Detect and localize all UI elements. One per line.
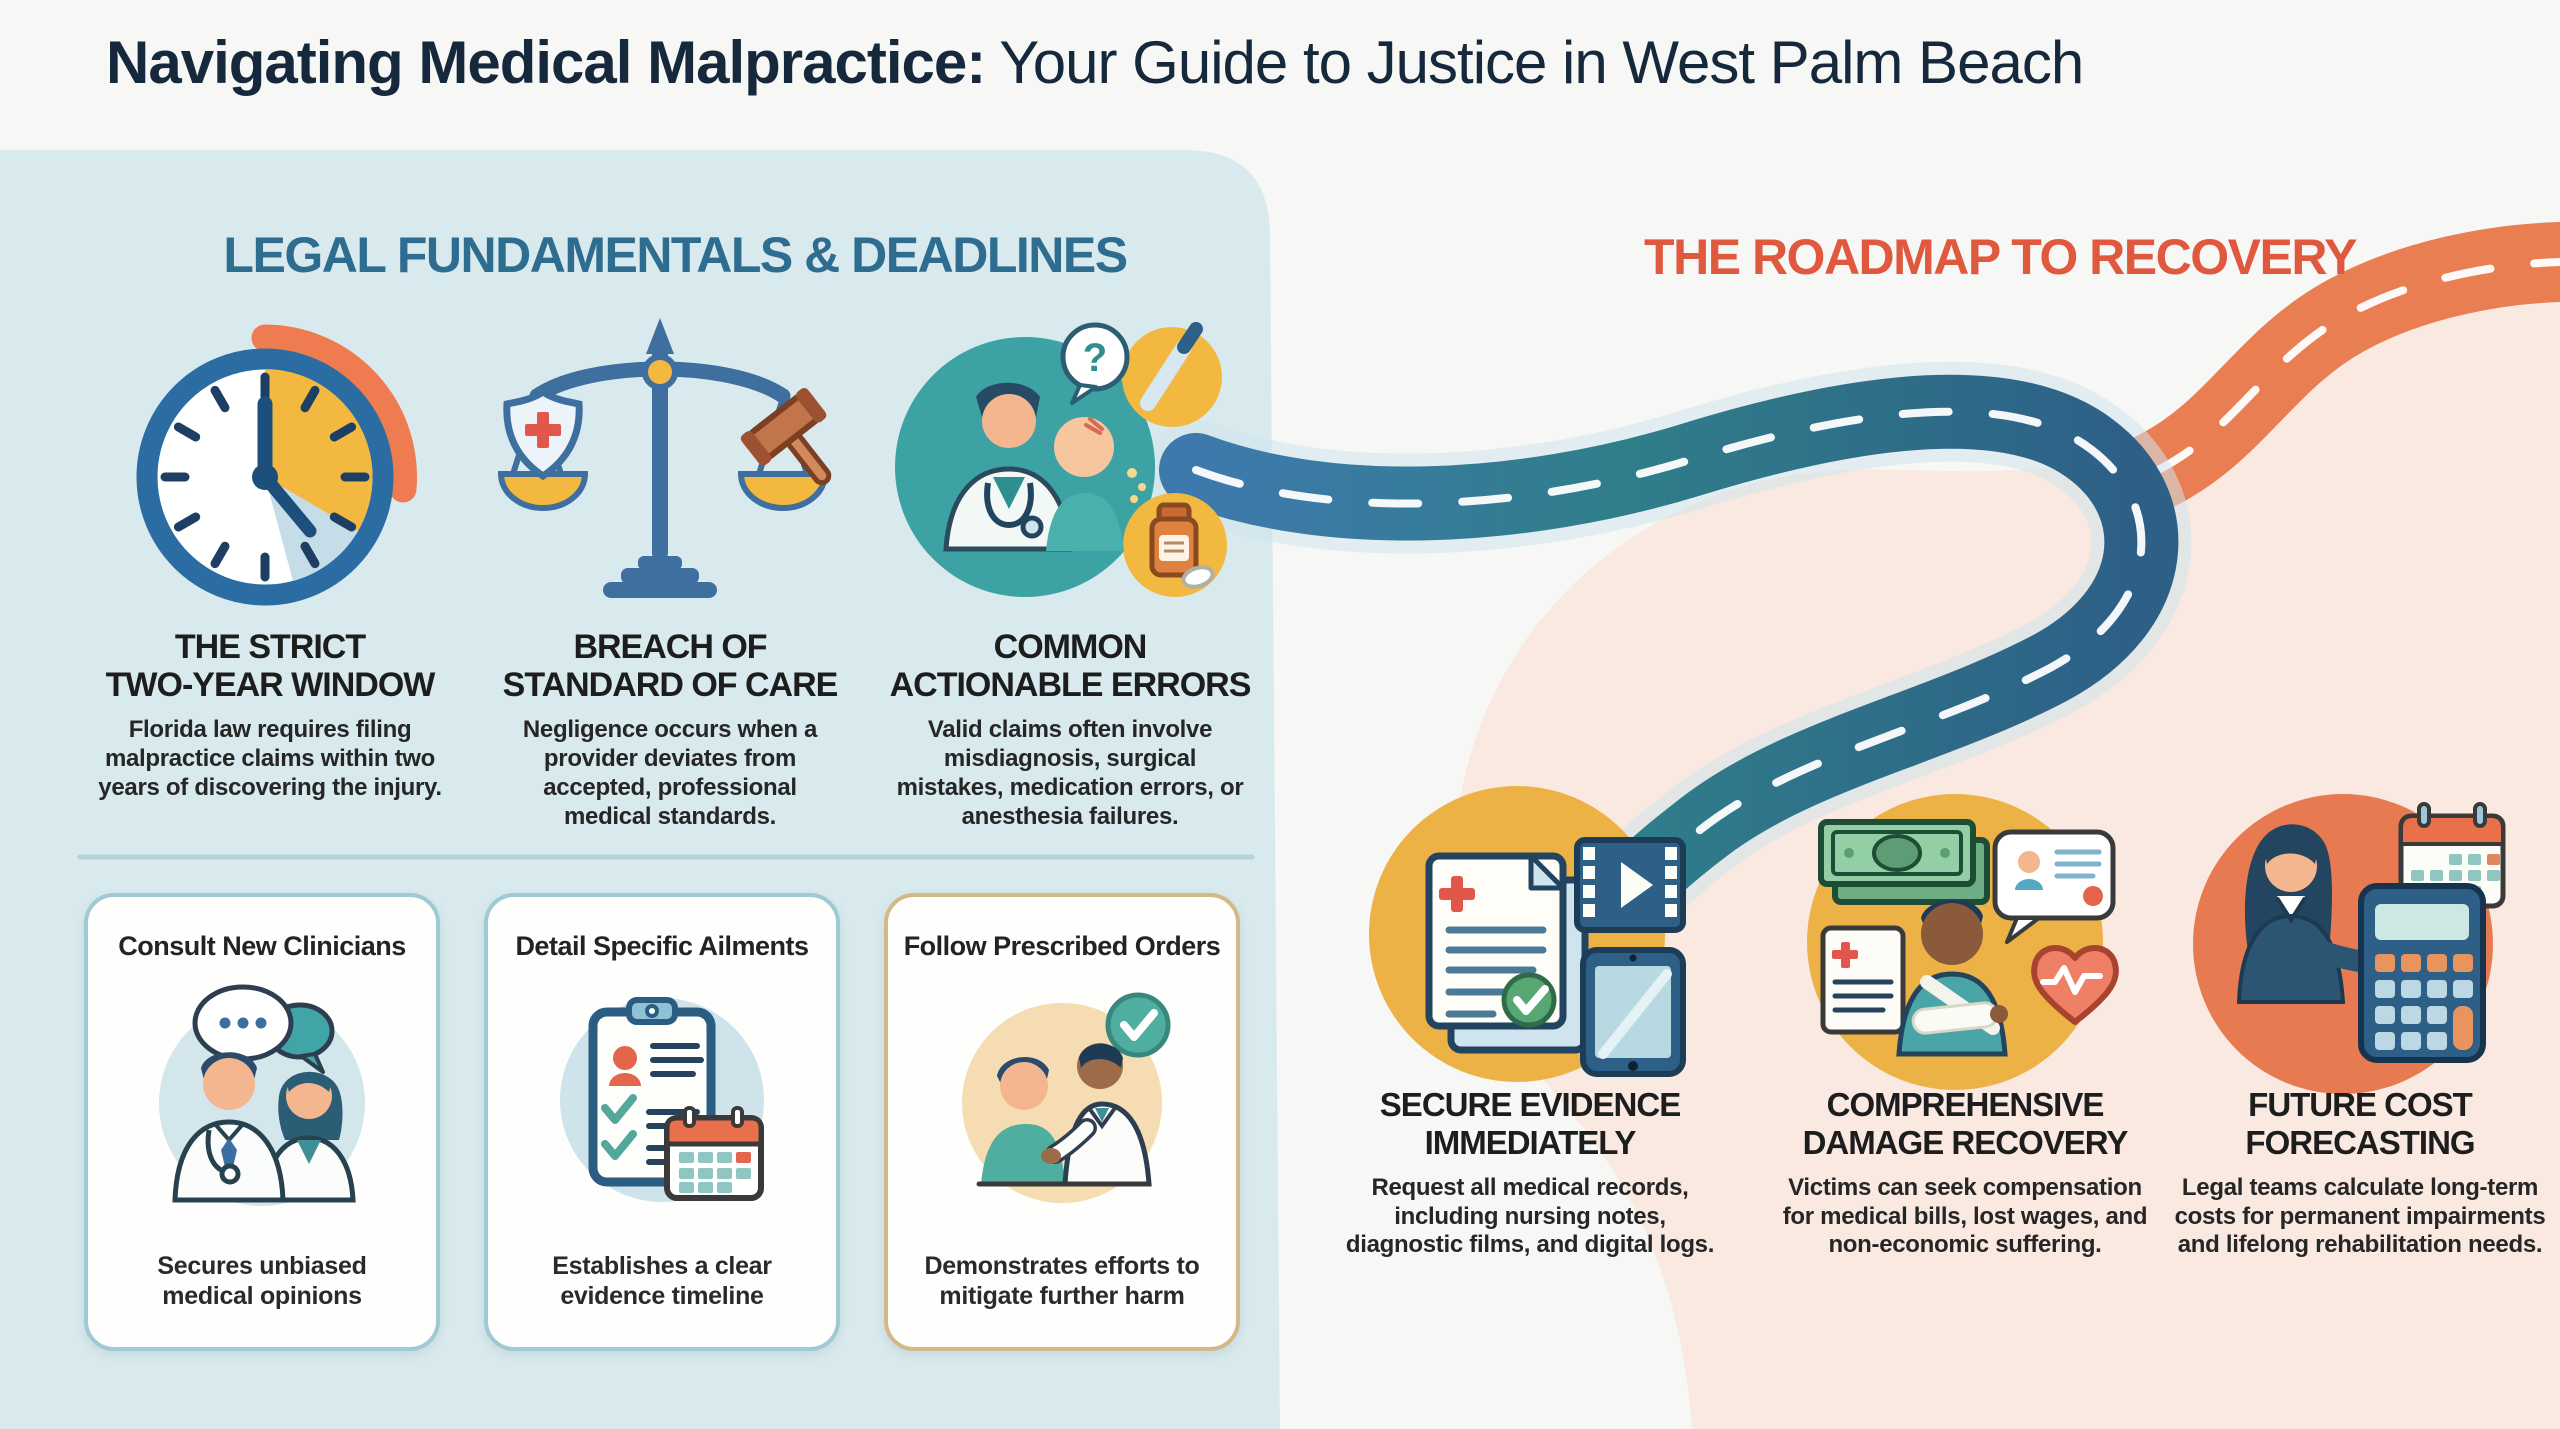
scales-of-justice-icon <box>497 318 832 598</box>
card-caption: Establishes a clear evidence timeline <box>552 1252 772 1310</box>
roadmap-section-heading: THE ROADMAP TO RECOVERY <box>1644 229 2357 285</box>
legal-item-two-year-window: THE STRICT TWO-YEAR WINDOW Florida law r… <box>60 628 480 803</box>
step-damage-recovery: COMPREHENSIVE DAMAGE RECOVERY Victims ca… <box>1740 1086 2190 1260</box>
card-consult-new-clinicians: Consult New Clinicians Secures unbiased … <box>84 893 440 1351</box>
secure-evidence-icon <box>1369 786 1686 1082</box>
tablet-icon <box>1580 947 1686 1077</box>
item-body: Valid claims often involve misdiagnosis,… <box>896 716 1244 830</box>
step-body: Request all medical records, including n… <box>1345 1173 1715 1259</box>
card-caption: Secures unbiased medical opinions <box>157 1252 367 1310</box>
card-title: Follow Prescribed Orders <box>903 931 1221 961</box>
heart-ecg-icon <box>2031 945 2119 1025</box>
blue-road <box>1146 361 2192 1040</box>
legal-analyst-icon <box>2236 824 2388 1004</box>
card-title: Consult New Clinicians <box>118 931 406 961</box>
item-body: Florida law requires filing malpractice … <box>98 716 442 801</box>
step-title: SECURE EVIDENCE IMMEDIATELY <box>1379 1086 1681 1161</box>
step-body: Victims can seek compensation for medica… <box>1782 1173 2148 1259</box>
item-title: BREACH OF STANDARD OF CARE <box>502 628 839 705</box>
legal-section-heading: LEGAL FUNDAMENTALS & DEADLINES <box>223 227 1128 283</box>
card-detail-specific-ailments: Detail Specific Ailments <box>484 893 840 1351</box>
money-bills-icon <box>1818 819 1990 905</box>
clock-deadline-icon <box>136 324 417 606</box>
question-bubble-icon: ? <box>1060 322 1130 405</box>
item-title: COMMON ACTIONABLE ERRORS <box>889 628 1252 705</box>
clinicians-consult-icon <box>159 984 365 1206</box>
scalpel-icon <box>1122 322 1222 427</box>
step-title: FUTURE COST FORECASTING <box>2245 1086 2475 1161</box>
doctor-patient-check-icon <box>962 992 1171 1203</box>
cost-forecasting-icon <box>2193 794 2506 1094</box>
injured-patient-icon <box>1896 899 2008 1057</box>
damage-recovery-icon <box>1807 794 2119 1090</box>
step-title: COMPREHENSIVE DAMAGE RECOVERY <box>1802 1086 2129 1161</box>
item-title: THE STRICT TWO-YEAR WINDOW <box>105 628 436 705</box>
legal-item-breach-of-standard: BREACH OF STANDARD OF CARE Negligence oc… <box>460 628 880 831</box>
page-title-rest: Your Guide to Justice in West Palm Beach <box>999 29 2084 96</box>
step-cost-forecasting: FUTURE COST FORECASTING Legal teams calc… <box>2140 1086 2560 1260</box>
calculator-icon <box>2358 883 2486 1063</box>
step-secure-evidence: SECURE EVIDENCE IMMEDIATELY Request all … <box>1310 1086 1750 1260</box>
step-body: Legal teams calculate long-term costs fo… <box>2174 1173 2546 1259</box>
medical-record-icon <box>1820 925 1906 1035</box>
film-strip-icon <box>1574 837 1686 933</box>
calendar-grid <box>679 1152 751 1193</box>
card-follow-prescribed-orders: Follow Prescribed Orders Demonstrates ef… <box>884 893 1240 1351</box>
page-title-emphasis: Navigating Medical Malpractice: <box>106 29 986 96</box>
svg-text:?: ? <box>1083 336 1107 380</box>
gavel-icon <box>740 387 832 486</box>
item-body: Negligence occurs when a provider deviat… <box>522 716 818 830</box>
medicine-bottle-icon <box>1123 493 1227 597</box>
card-title: Detail Specific Ailments <box>515 931 809 961</box>
shield-cross-icon <box>503 387 583 481</box>
patient-chat-bubble-icon <box>1992 829 2116 944</box>
clipboard-calendar-icon <box>560 997 764 1202</box>
doctor-patient-error-icon: ? <box>895 322 1227 597</box>
road-center-dashes <box>1192 407 2146 994</box>
card-caption: Demonstrates efforts to mitigate further… <box>924 1252 1200 1310</box>
orange-road <box>2110 222 2560 514</box>
legal-item-actionable-errors: COMMON ACTIONABLE ERRORS Valid claims of… <box>855 628 1285 831</box>
page-title: Navigating Medical Malpractice:Your Guid… <box>106 30 2526 96</box>
clock-ticks <box>160 372 370 582</box>
